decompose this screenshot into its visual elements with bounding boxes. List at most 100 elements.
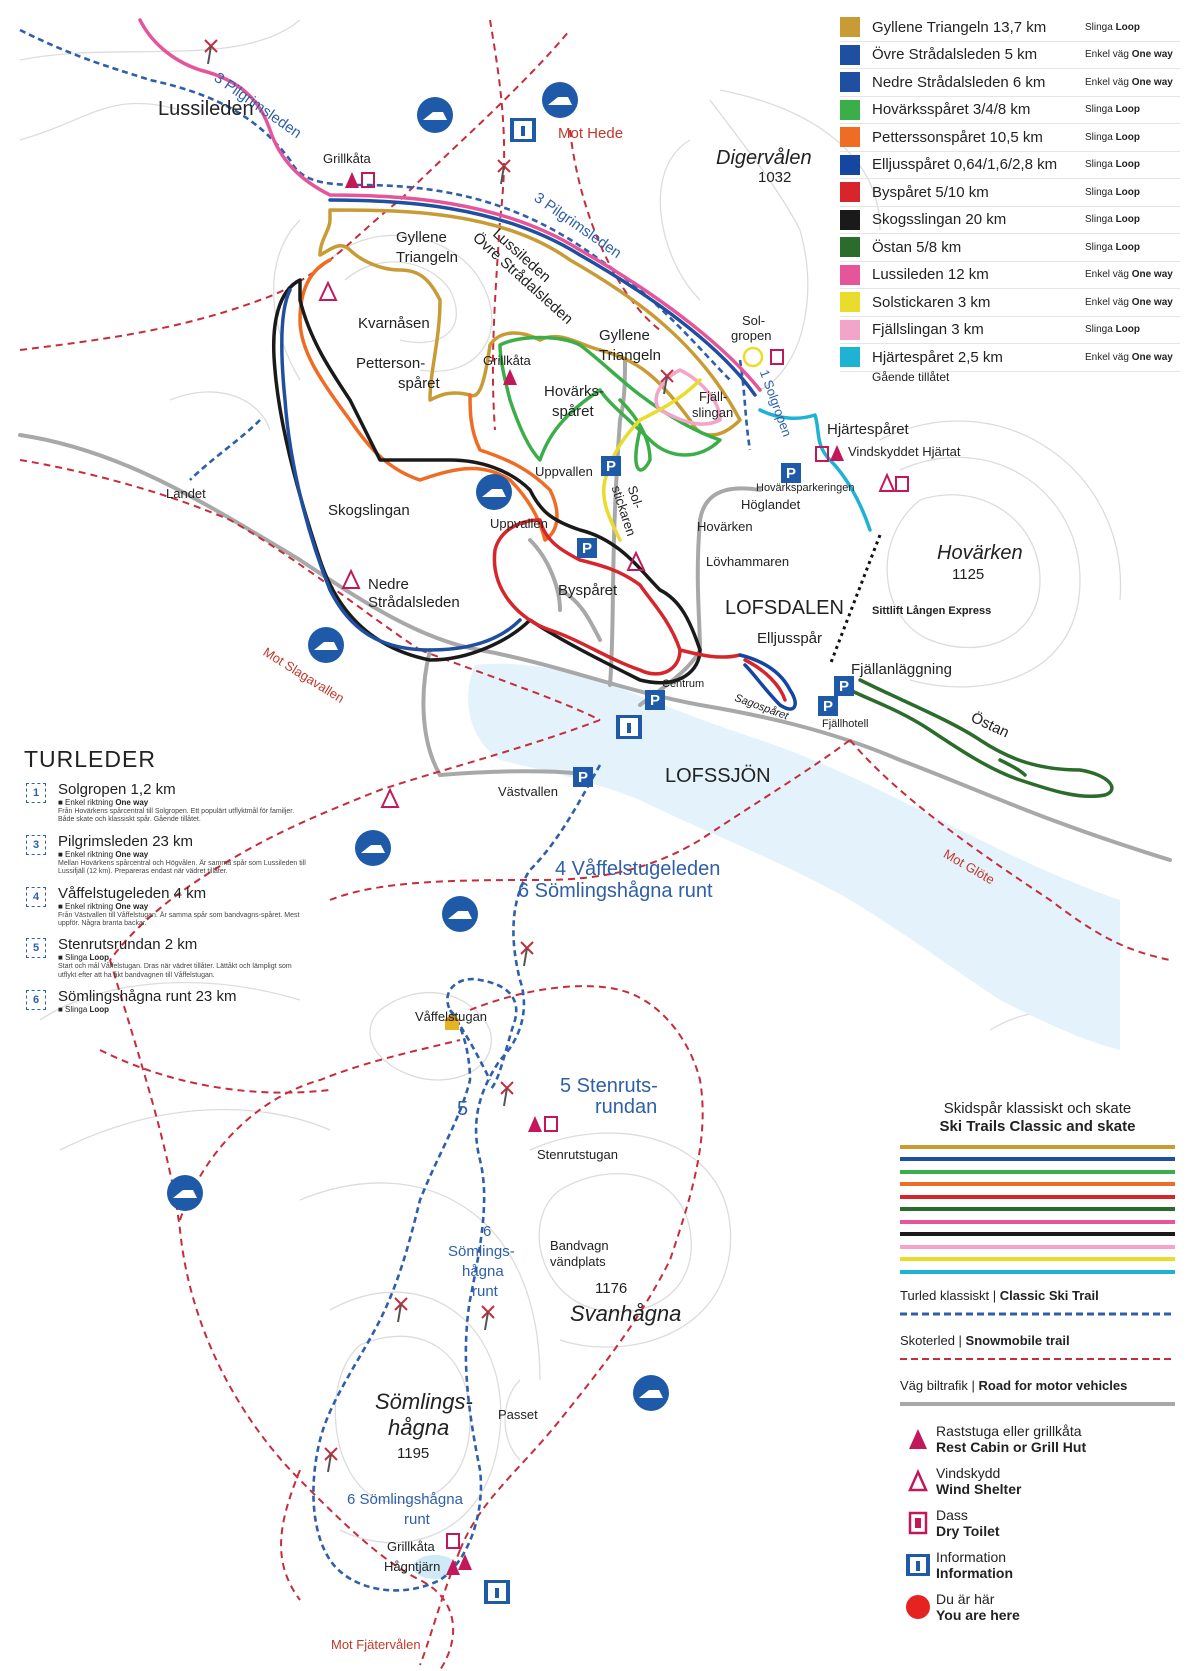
snowmobile-icon — [167, 1175, 203, 1211]
label-nedre-1: Nedre — [368, 576, 409, 593]
label-mot-fjatervalen: Mot Fjätervålen — [331, 1637, 421, 1652]
parking-icon: P — [577, 538, 597, 558]
legend-trail-type: Enkel väg One way — [1085, 351, 1173, 363]
label-fjallanlaggning: Fjällanläggning — [851, 661, 952, 678]
turled-type: ■ Enkel riktning One way — [58, 849, 149, 859]
legend-trail-name: Skogsslingan 20 km — [872, 211, 1007, 229]
legend-trail-name: Elljusspåret 0,64/1,6/2,8 km — [872, 156, 1058, 174]
label-bandvagn-1: Bandvagn — [550, 1238, 609, 1253]
legend-swatch — [840, 209, 860, 230]
legend-walking-note: Gående tillåtet — [872, 369, 950, 384]
legend-swatch — [840, 154, 860, 175]
label-lofsdalen: LOFSDALEN — [725, 597, 844, 619]
info-icon — [484, 1580, 510, 1604]
legend-heading-sv: Skidspår klassiskt och skate — [943, 1100, 1132, 1117]
label-pettersson-1: Petterson- — [356, 355, 426, 372]
label-sittlift: Sittlift Lången Express — [872, 605, 992, 617]
label-vaffelstugan: Våffelstugan — [415, 1009, 488, 1024]
snowmobile-trail-line — [900, 1357, 1175, 1360]
legend-swatch — [840, 237, 860, 258]
label-hjartesparet: Hjärtespåret — [827, 421, 909, 438]
ski-icon — [497, 159, 511, 185]
snowmobile-icon — [442, 896, 478, 932]
legend-swatch — [840, 319, 860, 340]
parking-icon: P — [601, 456, 621, 476]
legend-trail-name: Hjärtespåret 2,5 km — [872, 348, 1003, 366]
label-centrum: Centrum — [662, 678, 705, 690]
label-somlingshagna-1: Sömlings- — [375, 1389, 473, 1414]
wind-shelter-icon — [380, 787, 400, 808]
legend-trail-type: Slinga Loop — [1085, 21, 1141, 33]
map-legend: Skidspår klassiskt och skate Ski Trails … — [900, 1100, 1175, 1623]
rest-cabin-icon — [503, 369, 517, 385]
turled-number: 3 — [26, 834, 46, 855]
label-soml-c: hågna — [462, 1263, 504, 1280]
lake-hagntjarn — [413, 1555, 457, 1579]
legend-color-line — [900, 1169, 1175, 1174]
turled-number: 6 — [26, 990, 46, 1011]
ski-icon — [500, 1081, 514, 1107]
legend-color-line — [900, 1257, 1175, 1261]
snowmobile-icon — [308, 627, 344, 663]
label-bysparet: Byspåret — [558, 582, 618, 599]
label-gyllene-2: Gyllene — [599, 327, 650, 344]
legend-swatch — [840, 99, 860, 120]
label-fjall-2: slingan — [692, 405, 734, 420]
legend-road: Väg biltrafik | Road for motor vehicles — [900, 1378, 1175, 1409]
turled-number: 1 — [26, 783, 46, 803]
label-landet: Landet — [166, 486, 206, 501]
turled-title: Stenrutsrundan 2 km — [58, 936, 198, 954]
svg-text:P: P — [650, 692, 660, 709]
wind-shelter-icon — [318, 280, 338, 301]
label-somlingshagna-height: 1195 — [397, 1445, 430, 1462]
roads — [18, 358, 1172, 862]
snowmobile-icon — [633, 1375, 669, 1411]
ski-icon — [660, 369, 674, 395]
wind-shelter-icon — [900, 1468, 936, 1493]
parking-icons: P P P P P P P — [573, 456, 854, 787]
legend-color-line — [900, 1269, 1175, 1274]
label-solgropen-2: gropen — [731, 328, 772, 343]
turled-title: Solgropen 1,2 km — [58, 781, 176, 798]
turled-description: Från Hovärkens spårcentral till Solgrope… — [58, 808, 295, 824]
rest-cabin-icon — [528, 1116, 542, 1132]
parking-icon: P — [781, 463, 801, 483]
legend-trail-name: Lussileden 12 km — [872, 266, 989, 284]
label-hagntjarn: Hågntjärn — [384, 1559, 441, 1574]
turled-description: Från Västvallen till Våffelstugan. Är sa… — [58, 911, 300, 927]
wind-shelter-icon — [626, 550, 646, 571]
legend-trail-name: Hovärksspåret 3/4/8 km — [872, 101, 1031, 119]
label-svanhagna-height: 1176 — [595, 1280, 628, 1297]
label-soml-runt-2: runt — [404, 1511, 430, 1528]
turled-type: ■ Slinga Loop — [58, 953, 110, 963]
legend-trail-row: Lussileden 12 km Enkel väg One way — [840, 262, 1180, 289]
legend-trail-name: Fjällslingan 3 km — [872, 321, 984, 339]
label-grillkata-2: Grillkåta — [483, 353, 531, 368]
label-hovarks-2: spåret — [552, 403, 594, 420]
legend-trail-lines — [900, 1144, 1175, 1274]
turled-title: Sömlingshågna runt 23 km — [58, 988, 237, 1006]
legend-trail-type: Enkel väg One way — [1085, 269, 1173, 281]
toilet-icon — [544, 1116, 558, 1132]
label-triangeln: Triangeln — [396, 249, 458, 266]
svg-text:P: P — [606, 458, 616, 475]
legend-trail-type: Slinga Loop — [1085, 131, 1141, 143]
label-solgropen-1: Sol- — [742, 313, 766, 328]
wind-shelter-icon — [878, 472, 896, 492]
parking-icon: P — [573, 767, 593, 787]
legend-trail-name: Solstickaren 3 km — [872, 293, 991, 311]
svg-text:P: P — [839, 678, 849, 695]
legend-color-line — [900, 1219, 1175, 1224]
turled-type: ■ Enkel riktning One way — [58, 901, 149, 911]
label-bandvagn-2: vändplats — [550, 1254, 606, 1269]
legend-color-line — [900, 1144, 1175, 1149]
